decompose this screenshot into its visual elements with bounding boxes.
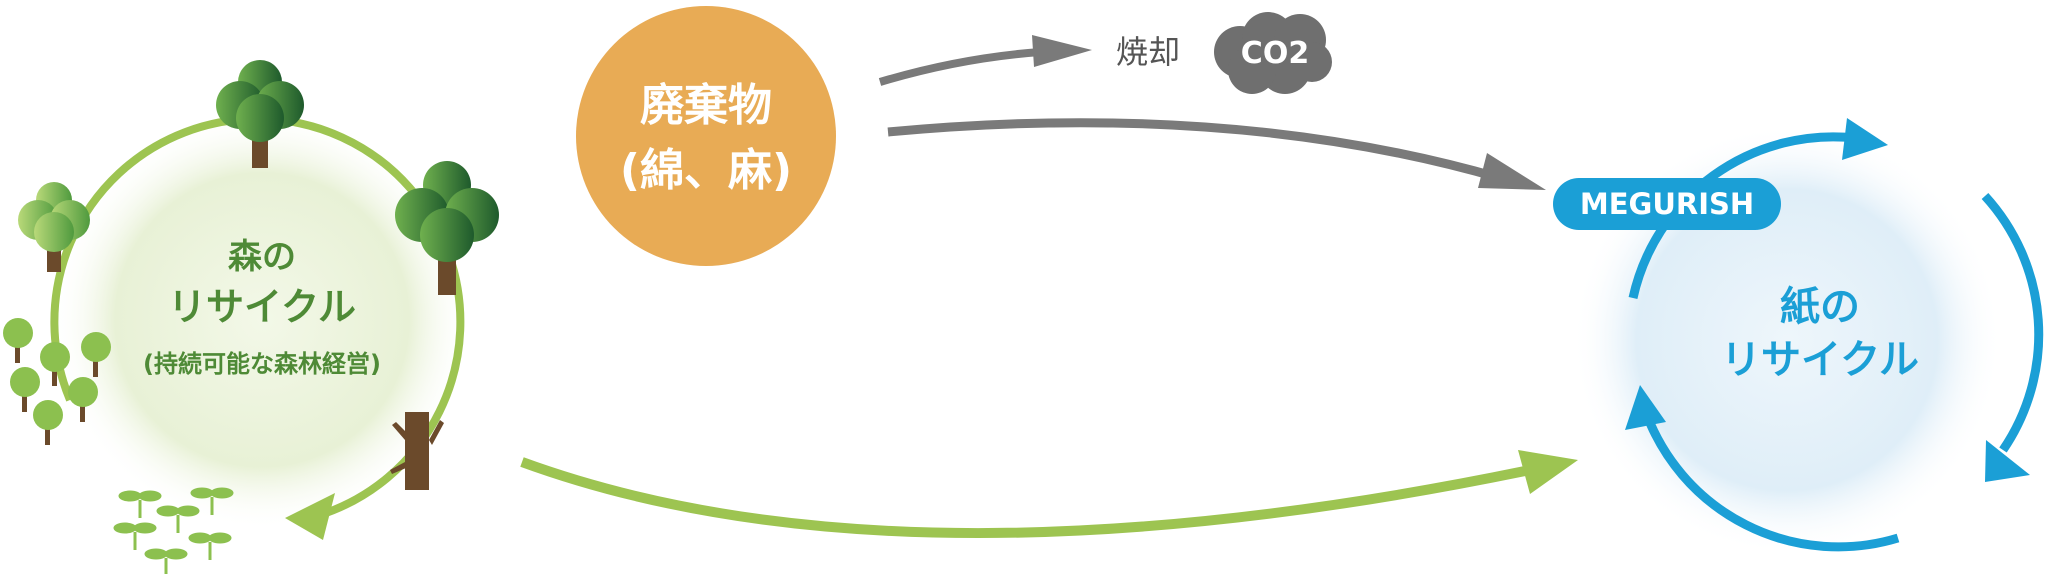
waste-circle [576,6,836,266]
arrow-to-incineration [878,35,1092,86]
seedlings-icon [113,487,234,574]
forest-cycle-arc [50,114,465,519]
paper-arrowhead-bottom [1625,385,1666,430]
tree-right-icon [395,161,499,295]
paper-arc-bottom [1640,408,1900,552]
co2-cloud-icon [1214,12,1332,94]
co2-label: CO2 [1241,36,1309,71]
incineration-label: 焼却 [1116,33,1180,71]
waste-node: 廃棄物 (綿、麻) [576,6,836,266]
paper-glow [1572,125,2002,555]
forest-title-line1: 森の [228,237,296,277]
paper-arrowhead-top [1842,118,1888,160]
paper-arc-top [1628,132,1856,299]
megurish-badge [1553,178,1781,230]
tree-stump-icon [390,412,444,490]
arrow-waste-to-paper [887,118,1546,190]
paper-title-line2: リサイクル [1721,337,1919,383]
forest-cycle-arrowhead [285,493,335,540]
small-trees-icon [3,318,111,445]
paper-arc-right [1981,192,2044,453]
megurish-badge-label: MEGURISH [1580,187,1754,221]
tree-top-icon [216,60,304,168]
paper-title-line1: 紙の [1780,284,1860,330]
forest-subtitle: (持続可能な森林経営) [143,350,381,378]
forest-glow [52,110,472,530]
waste-line2: (綿、麻) [620,145,792,196]
tree-left-icon [18,182,90,272]
paper-cycle: MEGURISH 紙の リサイクル [1553,118,2044,555]
forest-title-line2: リサイクル [168,285,356,329]
waste-line1: 廃棄物 [640,80,772,131]
paper-arrowhead-right [1985,440,2030,482]
arrow-forest-to-paper [520,450,1578,539]
forest-cycle: 森の リサイクル (持続可能な森林経営) [3,60,499,574]
